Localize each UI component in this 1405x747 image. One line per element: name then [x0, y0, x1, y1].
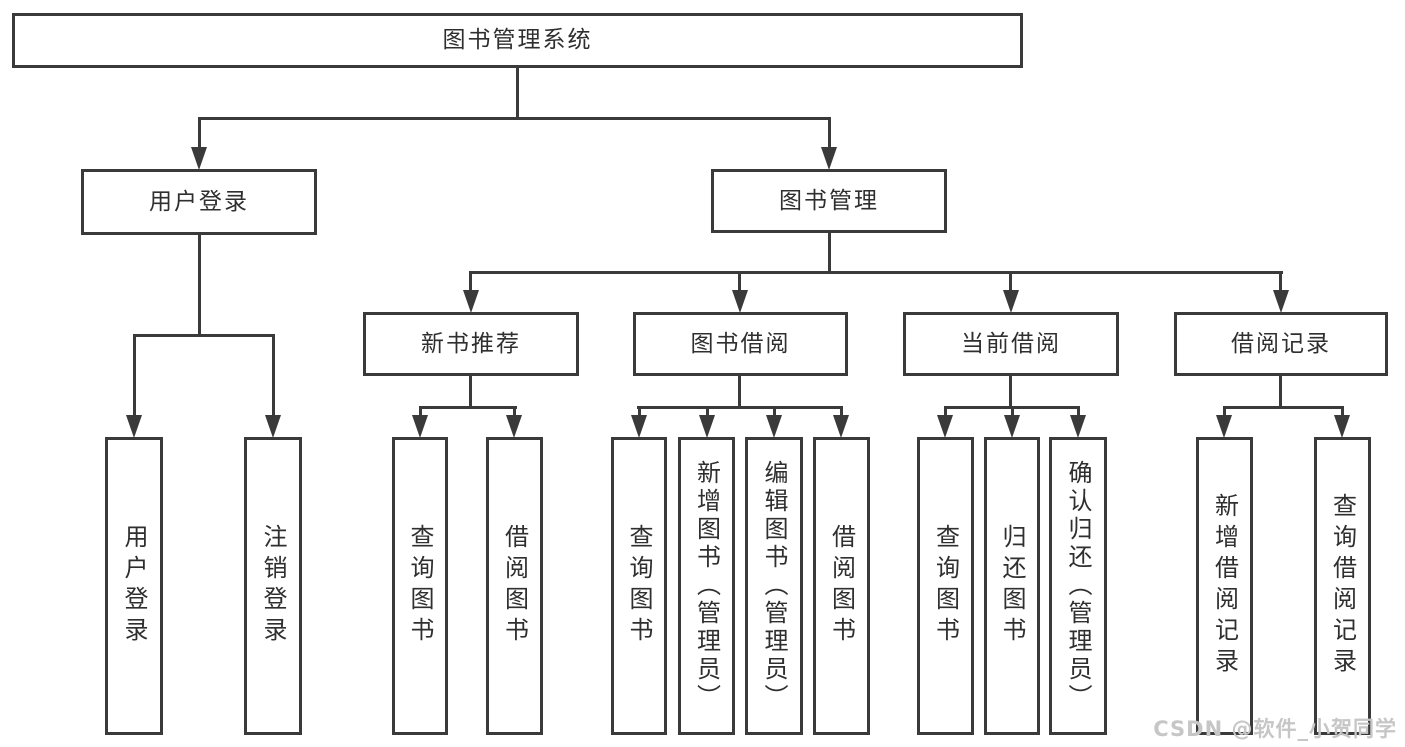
- leaf-borrow-books-2-label: 借阅图书: [827, 524, 856, 648]
- arrow-down-icon: [412, 415, 428, 438]
- leaf-borrow-books-2: 借阅图书: [813, 437, 870, 735]
- arrow-down-icon: [631, 415, 647, 438]
- arrow-down-icon: [1334, 415, 1350, 438]
- leaf-query-books-2: 查询图书: [611, 437, 667, 735]
- connector-line: [198, 117, 201, 150]
- node-current-borrowing: 当前借阅: [903, 312, 1119, 376]
- arrow-down-icon: [506, 415, 522, 438]
- arrow-down-icon: [126, 415, 142, 438]
- arrow-down-icon: [821, 147, 837, 170]
- leaf-confirm-return-admin-label: 确认归还（管理员）: [1064, 460, 1092, 712]
- node-new-book-recommend: 新书推荐: [363, 312, 579, 376]
- connector-line: [133, 334, 136, 417]
- leaf-query-books-2-label: 查询图书: [625, 524, 653, 648]
- leaf-logout: 注销登录: [244, 437, 302, 735]
- node-book-borrowing-label: 图书借阅: [690, 330, 791, 357]
- arrow-down-icon: [1216, 415, 1232, 438]
- node-user-login: 用户登录: [81, 169, 317, 235]
- arrow-down-icon: [1004, 415, 1020, 438]
- leaf-add-borrow-record-label: 新增借阅记录: [1210, 493, 1239, 679]
- connector-line: [773, 406, 776, 417]
- leaf-borrow-books-1: 借阅图书: [486, 437, 543, 735]
- leaf-add-borrow-record: 新增借阅记录: [1196, 437, 1253, 735]
- node-book-management-label: 图书管理: [779, 187, 879, 214]
- connector-line: [133, 334, 275, 337]
- connector-line: [828, 117, 831, 150]
- arrow-down-icon: [1273, 290, 1289, 313]
- connector-line: [1011, 406, 1014, 417]
- arrow-down-icon: [191, 147, 207, 170]
- leaf-query-books-1: 查询图书: [392, 437, 448, 735]
- connector-line: [1223, 406, 1344, 409]
- node-borrow-records-label: 借阅记录: [1231, 330, 1331, 357]
- arrow-down-icon: [1070, 415, 1086, 438]
- node-new-book-recommend-label: 新书推荐: [421, 330, 521, 357]
- leaf-query-borrow-record-label: 查询借阅记录: [1328, 493, 1357, 679]
- leaf-query-books-1-label: 查询图书: [406, 524, 434, 648]
- leaf-edit-book-admin: 编辑图书（管理员）: [745, 437, 803, 735]
- leaf-add-book-admin: 新增图书（管理员）: [678, 437, 735, 735]
- leaf-user-login-label: 用户登录: [120, 524, 148, 648]
- node-root: 图书管理系统: [12, 13, 1023, 68]
- node-book-borrowing: 图书借阅: [633, 312, 848, 376]
- connector-line: [272, 334, 275, 417]
- leaf-query-books-3: 查询图书: [917, 437, 974, 735]
- arrow-down-icon: [732, 290, 748, 313]
- connector-line: [1279, 376, 1282, 409]
- node-root-label: 图书管理系统: [442, 27, 593, 53]
- arrow-down-icon: [463, 290, 479, 313]
- connector-line: [1077, 406, 1080, 417]
- connector-line: [1223, 406, 1226, 417]
- leaf-edit-book-admin-label: 编辑图书（管理员）: [760, 460, 788, 712]
- leaf-confirm-return-admin: 确认归还（管理员）: [1049, 437, 1107, 735]
- connector-line: [1279, 271, 1282, 292]
- arrow-down-icon: [833, 415, 849, 438]
- connector-line: [513, 406, 516, 417]
- connector-line: [1341, 406, 1344, 417]
- connector-line: [469, 376, 472, 409]
- connector-line: [944, 406, 947, 417]
- node-borrow-records: 借阅记录: [1174, 312, 1388, 376]
- connector-line: [419, 406, 422, 417]
- arrow-down-icon: [937, 415, 953, 438]
- leaf-return-book-label: 归还图书: [998, 524, 1026, 648]
- leaf-query-borrow-record: 查询借阅记录: [1314, 437, 1371, 735]
- connector-line: [470, 271, 1283, 274]
- connector-line: [738, 376, 741, 409]
- connector-line: [840, 406, 843, 417]
- leaf-logout-label: 注销登录: [259, 524, 287, 648]
- connector-line: [638, 406, 641, 417]
- connector-line: [198, 117, 831, 120]
- arrow-down-icon: [766, 415, 782, 438]
- arrow-down-icon: [699, 415, 715, 438]
- node-user-login-label: 用户登录: [149, 188, 249, 215]
- connector-line: [469, 271, 472, 292]
- connector-line: [419, 406, 517, 409]
- node-current-borrowing-label: 当前借阅: [961, 330, 1061, 357]
- leaf-borrow-books-1-label: 借阅图书: [500, 524, 529, 648]
- connector-line: [1009, 376, 1012, 409]
- connector-line: [516, 68, 519, 118]
- csdn-watermark: CSDN @软件_小贺同学: [1153, 717, 1397, 741]
- leaf-user-login: 用户登录: [105, 437, 163, 735]
- connector-line: [198, 235, 201, 337]
- leaf-return-book: 归还图书: [984, 437, 1040, 735]
- connector-line: [1009, 271, 1012, 292]
- leaf-query-books-3-label: 查询图书: [931, 524, 960, 648]
- arrow-down-icon: [1003, 290, 1019, 313]
- arrow-down-icon: [265, 415, 281, 438]
- node-book-management: 图书管理: [711, 169, 947, 233]
- connector-line: [738, 271, 741, 292]
- leaf-add-book-admin-label: 新增图书（管理员）: [692, 460, 721, 712]
- connector-line: [828, 233, 831, 273]
- connector-line: [706, 406, 709, 417]
- connector-line: [637, 406, 843, 409]
